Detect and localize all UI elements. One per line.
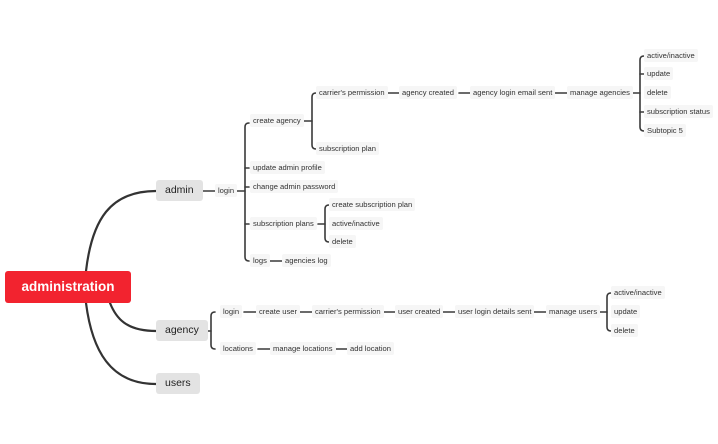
create-agency-node[interactable]: create agency	[250, 114, 304, 127]
manage-agencies-delete-node[interactable]: delete	[644, 86, 671, 99]
manage-agencies-node[interactable]: manage agencies	[567, 86, 633, 99]
agency-login-email-sent-node[interactable]: agency login email sent	[470, 86, 556, 99]
bracket-agency	[210, 311, 216, 350]
agencies-log-node[interactable]: agencies log	[282, 254, 331, 267]
bracket-manage-users	[606, 292, 612, 332]
manage-users-delete-node[interactable]: delete	[611, 324, 638, 337]
manage-users-update-node[interactable]: update	[611, 305, 641, 318]
connector-root-agency	[108, 301, 158, 333]
admin-node[interactable]: admin	[156, 180, 203, 201]
bracket-subscription-plans	[324, 204, 330, 243]
agency-node[interactable]: agency	[156, 320, 208, 341]
user-login-details-sent-node[interactable]: user login details sent	[455, 305, 535, 318]
manage-locations-node[interactable]: manage locations	[270, 342, 336, 355]
create-user-node[interactable]: create user	[256, 305, 300, 318]
subscription-plans-delete-node[interactable]: delete	[329, 235, 356, 248]
change-admin-password-node[interactable]: change admin password	[250, 180, 339, 193]
admin-login-node[interactable]: login	[215, 184, 238, 197]
bracket-create-agency	[311, 92, 317, 150]
agency-carriers-permission-node[interactable]: carrier's permission	[312, 305, 384, 318]
add-location-node[interactable]: add location	[347, 342, 394, 355]
manage-agencies-subscription-status-node[interactable]: subscription status	[644, 105, 713, 118]
bracket-manage-agencies	[639, 55, 645, 132]
subscription-plans-node[interactable]: subscription plans	[250, 217, 317, 230]
root-node[interactable]: administration	[5, 271, 131, 303]
connector-root-users	[84, 301, 158, 386]
agency-login-node[interactable]: login	[220, 305, 243, 318]
logs-node[interactable]: logs	[250, 254, 270, 267]
update-admin-profile-node[interactable]: update admin profile	[250, 161, 325, 174]
manage-agencies-subtopic-5-node[interactable]: Subtopic 5	[644, 124, 686, 137]
admin-carriers-permission-node[interactable]: carrier's permission	[316, 86, 388, 99]
subscription-plan-node[interactable]: subscription plan	[316, 142, 379, 155]
connector-root-admin	[84, 189, 158, 273]
subscription-plans-active-inactive-node[interactable]: active/inactive	[329, 217, 383, 230]
user-created-node[interactable]: user created	[395, 305, 444, 318]
locations-node[interactable]: locations	[220, 342, 256, 355]
agency-created-node[interactable]: agency created	[399, 86, 457, 99]
create-subscription-plan-node[interactable]: create subscription plan	[329, 198, 416, 211]
users-node[interactable]: users	[156, 373, 200, 394]
bracket-admin-login	[244, 122, 250, 262]
manage-agencies-active-inactive-node[interactable]: active/inactive	[644, 49, 698, 62]
manage-users-active-inactive-node[interactable]: active/inactive	[611, 286, 665, 299]
manage-users-node[interactable]: manage users	[546, 305, 601, 318]
manage-agencies-update-node[interactable]: update	[644, 67, 674, 80]
